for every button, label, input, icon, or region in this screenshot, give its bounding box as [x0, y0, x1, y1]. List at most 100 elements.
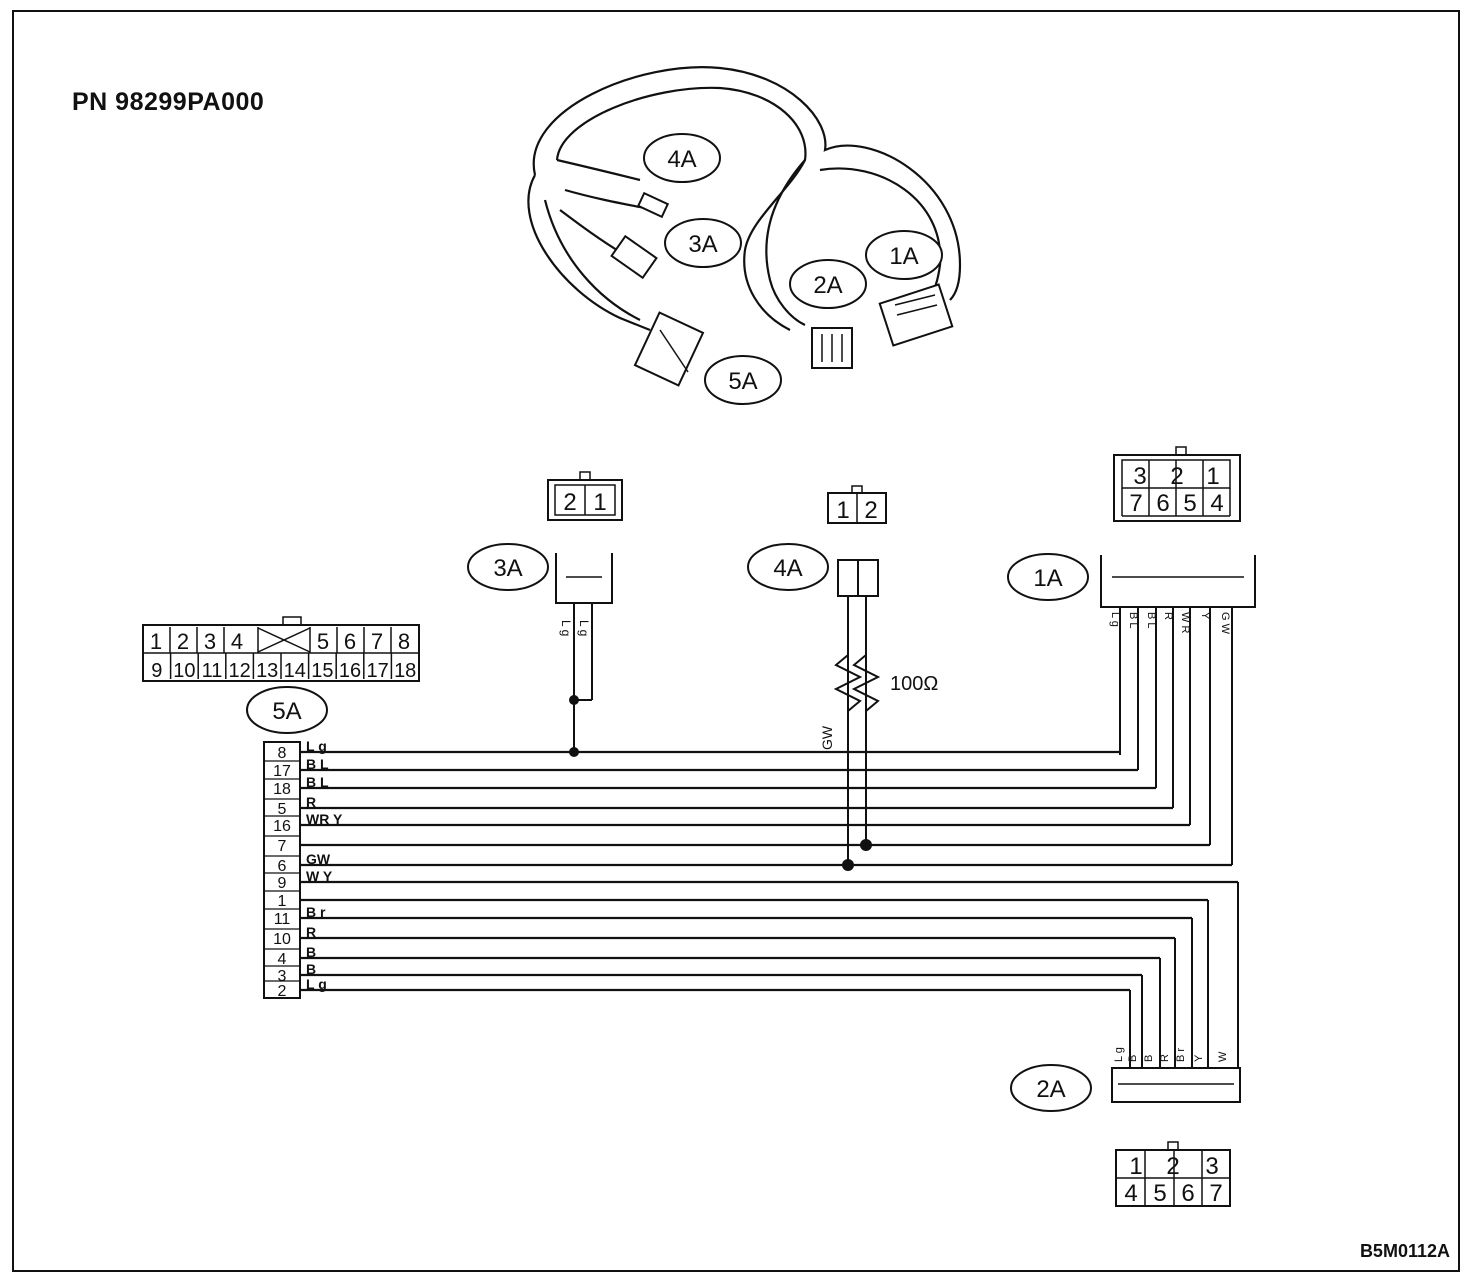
resistor-value: 100Ω [890, 673, 938, 695]
harness-label-5A: 5A [728, 368, 757, 395]
wire-code-2A: W [1217, 1051, 1229, 1062]
connector-5A-row-pin: 16 [273, 818, 291, 835]
connector-5A-row-pin: 11 [274, 911, 291, 928]
connector-5A-pin-12: 12 [228, 660, 250, 682]
schematic-label-2A-ellipse [1010, 1064, 1092, 1112]
harness-label-2A: 2A [813, 272, 842, 299]
harness-label-3A-ellipse [664, 218, 742, 268]
connector-5A-block-frame [263, 741, 301, 999]
connector-5A-row-code: L g [306, 738, 327, 754]
connector-5A-row-pin: 4 [278, 951, 287, 968]
figure-code: B5M0112A [1359, 1241, 1450, 1261]
harness-label-4A-ellipse [643, 133, 721, 183]
harness-connector-3A [610, 191, 670, 280]
junction-dot [842, 859, 854, 871]
connector-5A-pin-16: 16 [339, 660, 361, 682]
harness-label-1A: 1A [889, 243, 918, 270]
connector-5A-pin-17: 17 [366, 660, 388, 682]
connector-2A-pin-7: 7 [1209, 1180, 1222, 1207]
harness-illustration [527, 66, 962, 332]
connector-5A-row-code: B L [306, 774, 329, 790]
connector-4A-block: GW [819, 559, 881, 862]
wire-code-1A: R [1162, 612, 1174, 620]
wire-code-2A: R [1159, 1054, 1171, 1062]
connector-1A-pin-3: 3 [1133, 463, 1146, 490]
wire-code-2A: B [1143, 1055, 1155, 1062]
harness-label-1A-ellipse [865, 230, 943, 280]
resistor-zigzag-2 [851, 654, 881, 712]
connector-5A-row-pin: 10 [273, 931, 291, 948]
connector-5A-pin-3: 3 [204, 629, 216, 654]
connector-2A-pin-1: 1 [1129, 1153, 1142, 1180]
connector-5A-row-code: W Y [306, 868, 333, 884]
connector-5A-pin-6: 6 [344, 629, 356, 654]
connector-5A-pin-7: 7 [371, 629, 383, 654]
connector-1A-pin-1: 1 [1206, 463, 1219, 490]
harness-label-3A: 3A [688, 231, 717, 258]
harness-label-5A-ellipse [704, 355, 782, 405]
junction-dot [860, 839, 872, 851]
connector-5A-pin-4: 4 [231, 629, 243, 654]
connector-5A-pin-9: 9 [151, 660, 162, 682]
harness-connector-2A [811, 327, 853, 369]
diagram-frame [12, 10, 1460, 1272]
schematic-label-5A: 5A [272, 698, 301, 725]
connector-5A-pin-2: 2 [177, 629, 189, 654]
connector-2A-pin-4: 4 [1124, 1180, 1137, 1207]
wire-code-3A-1: L g [559, 620, 573, 636]
connector-5A-row-pin: 1 [278, 893, 287, 910]
connector-5A-row-code: GW [306, 851, 331, 867]
connector-1A-block [1100, 555, 1256, 865]
part-number: PN 98299PA000 [72, 88, 265, 116]
connector-2A-block [1111, 882, 1241, 1103]
wire-code-4A: GW [819, 725, 835, 750]
connector-5A-row-pin: 3 [278, 968, 287, 985]
connector-5A-row-code: L g [306, 976, 327, 992]
connector-1A-pin-6: 6 [1156, 490, 1169, 517]
connector-1A-pin-4: 4 [1210, 490, 1223, 517]
connector-5A-row-code: R [306, 924, 316, 940]
connector-2A-face: 1 2 3 4 5 6 7 [1115, 1141, 1231, 1207]
connector-5A-row-code: B [306, 944, 316, 960]
connector-2A-pin-2: 2 [1166, 1153, 1179, 1180]
junction-dot [569, 695, 579, 705]
wire-code-2A: B [1127, 1055, 1139, 1062]
connector-5A-row-code: B L [306, 756, 329, 772]
connector-2A-pin-3: 3 [1205, 1153, 1218, 1180]
connector-4A-pin-2: 2 [864, 497, 877, 524]
connector-5A-pin-15: 15 [311, 660, 333, 682]
connector-5A-row-pin: 6 [278, 858, 287, 875]
schematic-label-1A: 1A [1033, 565, 1062, 592]
connector-5A-row-code: R [306, 794, 316, 810]
connector-4A-face: 1 2 [827, 485, 887, 524]
wire-code-2A: L g [1113, 1047, 1125, 1062]
connector-5A-row-pin: 8 [278, 745, 287, 762]
wire-code-2A: Y [1193, 1054, 1205, 1062]
harness-label-4A: 4A [667, 146, 696, 173]
wire-code-1A: B L [1127, 612, 1139, 629]
harness-label-2A-ellipse [789, 259, 867, 309]
connector-5A-pin-10: 10 [173, 660, 195, 682]
schematic-label-5A-ellipse [246, 686, 328, 734]
connector-2A-pin-5: 5 [1153, 1180, 1166, 1207]
connector-5A-row-pin: 17 [273, 763, 291, 780]
wire-bundle [300, 750, 1238, 992]
schematic-label-4A: 4A [773, 555, 802, 582]
connector-5A-row-code: B r [306, 904, 326, 920]
harness-connector-5A [633, 311, 705, 387]
wire-code-1A: B L [1145, 612, 1157, 629]
connector-2A-pin-6: 6 [1181, 1180, 1194, 1207]
connector-5A-pin-11: 11 [202, 660, 223, 682]
connector-5A-pin-1: 1 [150, 629, 162, 654]
wire-code-3A-2: L g [577, 620, 591, 636]
connector-3A-pin-2: 2 [563, 489, 576, 516]
connector-1A-pin-5: 5 [1183, 490, 1196, 517]
connector-1A-pin-7: 7 [1129, 490, 1142, 517]
harness-connector-1A [878, 283, 954, 347]
schematic-label-2A: 2A [1036, 1076, 1065, 1103]
